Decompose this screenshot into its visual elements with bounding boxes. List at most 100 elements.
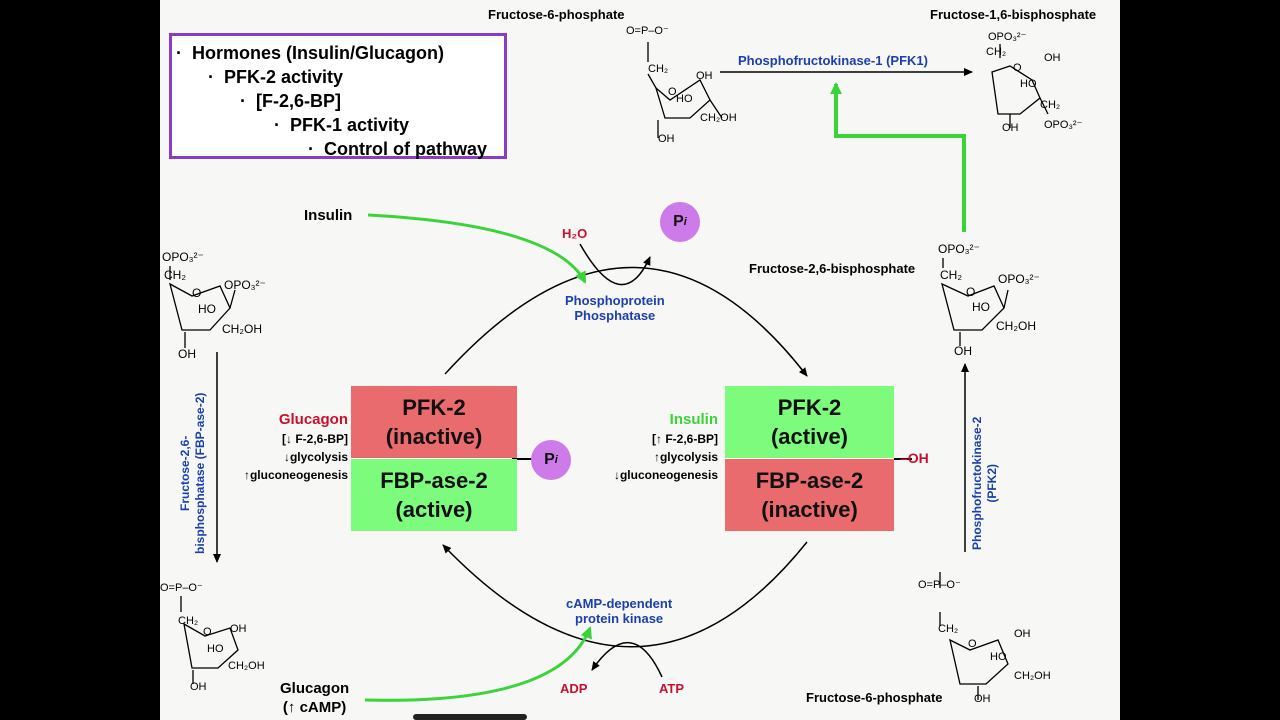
ring-oxygen: O [668,86,677,98]
ch2-label: CH₂ [164,268,186,282]
opo3-label: OPO₃²⁻ [988,31,1027,43]
oh-label: OH [230,623,247,635]
glucagon-effect-2: ↓glycolysis [283,450,348,464]
phosphate-group: O=P–O⁻ [160,582,203,594]
oh-label: OH [178,347,196,361]
left-fbpase2-title: FBP-ase-2 [380,468,488,493]
ho-label: HO [990,651,1007,663]
insulin-green-arrow [367,213,587,284]
left-pfk2-inactive: PFK-2 (inactive) [351,386,517,458]
ch2-label: CH₂ [986,46,1007,58]
oh-label: OH [696,70,713,82]
pi-letter: P [673,213,684,230]
f6p-left-structure [180,596,239,684]
ch2oh-label: CH₂OH [1014,670,1051,682]
left-fbpase2-active: FBP-ase-2 (active) [351,459,517,531]
fbpase2-line2: bisphosphatase (FBP-ase-2) [193,392,207,554]
oh-label: OH [974,693,991,705]
ch2-label: CH₂ [938,623,959,635]
h2o-label: H₂O [562,226,588,241]
ho-label: HO [676,93,693,105]
glucagon-effect-3: ↑gluconeogenesis [243,468,348,482]
ch2-label: CH₂ [940,268,962,282]
phosphoprotein-phosphatase-label: Phosphoprotein Phosphatase [565,293,665,323]
h2o-pi-curve [579,243,651,286]
glucagon-camp-label: Glucagon (↑ cAMP) [280,679,349,717]
ch2oh-label: CH₂OH [222,322,262,336]
pfk2-line2: (PFK2) [985,463,999,503]
cascade-item: PFK-2 activity [224,67,344,87]
glucagon-line2: (↑ cAMP) [282,699,347,716]
right-fbpase2-inactive: FBP-ase-2 (inactive) [725,459,894,531]
ch2oh-label: CH₂OH [228,660,265,672]
pi-subscript: i [683,216,687,228]
ring-oxygen: O [968,638,977,650]
opo3-label: OPO₃²⁻ [162,250,204,264]
insulin-effect-hormone: Insulin [669,411,718,428]
f6p-top-structure [647,42,723,138]
f16bp-structure [991,44,1049,128]
atp-label: ATP [659,681,685,696]
glucagon-effect-1: [↓ F-2,6-BP] [282,432,348,446]
f26bp-right-structure [941,258,1009,346]
ho-label: HO [1020,78,1037,90]
glucagon-line1: Glucagon [280,680,350,697]
ch2oh-label: CH₂OH [700,112,737,124]
oh-label: OH [954,344,972,358]
pfk2-line1: Phosphofructokinase-2 [970,416,984,550]
bullet: · [308,139,314,159]
glucagon-green-arrow [364,626,592,702]
cascade-item: PFK-1 activity [290,115,410,135]
phosphatase-line2: Phosphatase [574,308,656,323]
ho-label: HO [198,302,216,316]
atp-adp-curve [591,641,663,678]
kinase-line1: cAMP-dependent [566,596,673,611]
hormone-cascade-box: · Hormones (Insulin/Glucagon) · PFK-2 ac… [169,33,507,159]
bullet: · [274,115,280,135]
ho-label: HO [207,643,224,655]
cycle-bottom-arc [442,541,808,648]
f26bp-left-structure [168,266,236,348]
opo3-label: OPO₃²⁻ [224,278,266,292]
left-fbpase2-state: (active) [395,497,473,522]
f16bp-label: Fructose-1,6-bisphosphate [930,7,1097,22]
right-pfk2-active: PFK-2 (active) [725,386,894,458]
opo3-label: OPO₃²⁻ [998,272,1040,286]
phosphate-group: O=P–O⁻ [918,579,961,591]
pfk1-label: Phosphofructokinase-1 (PFK1) [738,53,928,68]
pi-letter: P [544,451,555,468]
ch2oh-label: CH₂OH [996,319,1036,333]
right-pfk2-state: (active) [770,424,849,449]
right-fbpase2-title: FBP-ase-2 [755,468,864,493]
f6p-top-label: Fructose-6-phosphate [488,7,625,22]
glucagon-effect-hormone: Glucagon [278,411,348,428]
hydroxyl-label: –OH [900,450,929,466]
adp-label: ADP [560,681,588,696]
ring-oxygen: O [1013,62,1022,74]
f6p-bottom-label: Fructose-6-phosphate [806,690,943,705]
right-fbpase2-state: (inactive) [761,497,858,522]
oh-label: OH [190,681,207,693]
insulin-effects: Insulin [↑ F-2,6-BP] ↑glycolysis ↓glucon… [590,410,718,484]
oh-label: OH [1014,628,1031,640]
insulin-effect-3: ↓gluconeogenesis [613,468,718,482]
oh-label: OH [1002,122,1019,134]
video-scrollbar[interactable] [413,714,527,720]
ring-oxygen: O [966,285,976,299]
bullet: · [240,91,246,111]
ch2-label: CH₂ [1040,99,1061,111]
pfk2-vertical-label: Phosphofructokinase-2 (PFK2) [970,417,1000,550]
ch2-label: CH₂ [648,63,669,75]
ch2-label: CH₂ [178,615,199,627]
slide: · Hormones (Insulin/Glucagon) · PFK-2 ac… [160,0,1120,720]
insulin-effect-1: [↑ F-2,6-BP] [652,432,718,446]
opo3-label: OPO₃²⁻ [1044,119,1083,131]
left-pfk2-title: PFK-2 [402,395,466,420]
opo3-label: OPO₃²⁻ [938,242,980,256]
fbpase2-line1: Fructose-2,6- [178,435,192,511]
left-pfk2-state: (inactive) [385,424,483,449]
f6p-right-structure [939,572,1009,700]
kinase-line2: protein kinase [575,611,664,626]
pathway-diagram [168,42,1049,702]
